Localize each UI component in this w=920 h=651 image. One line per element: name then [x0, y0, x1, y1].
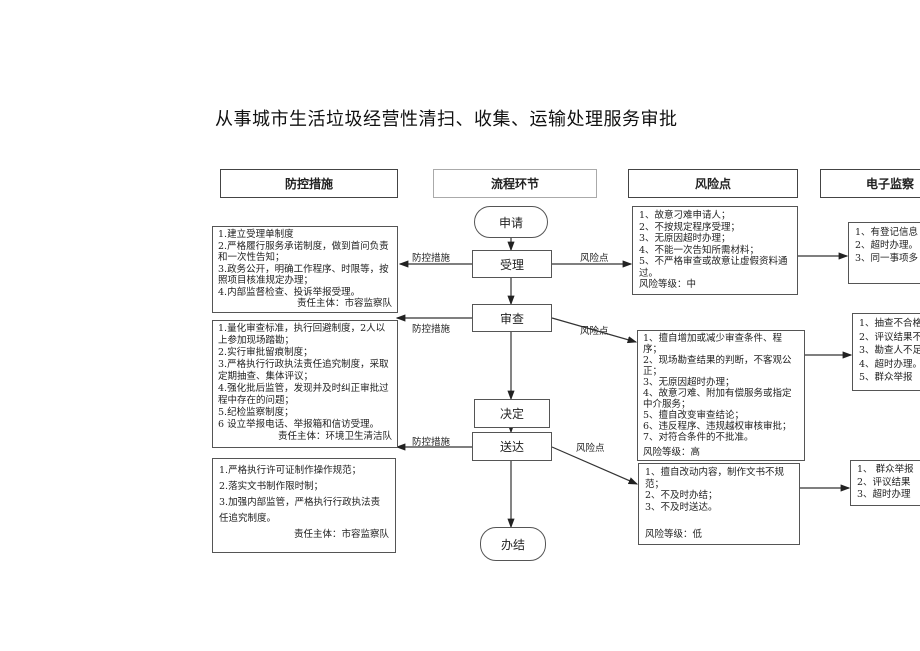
monitor-item: 3、同一事项多 [855, 253, 919, 264]
risk-item: 5、不严格审查或故意让虚假资料通过。 [639, 256, 788, 279]
risk-item: 1、故意刁难申请人； [639, 210, 731, 221]
control-item: 3.严格执行行政执法责任追究制度，采取定期抽查、集体评议； [218, 359, 389, 382]
risk-item: 4、不能一次告知所需材料； [639, 244, 760, 256]
step-complete: 办结 [480, 527, 546, 561]
monitor-box-review: 1、抽查不合格 2、评议结果不 3、勘查人不足 4、超时办理。 5、群众举报 [852, 313, 920, 391]
control-item: 5.纪检监察制度； [218, 407, 294, 418]
control-box-accept: 1.建立受理单制度 2.严格履行服务承诺制度，做到首问负责和一次性告知； 3.政… [212, 226, 398, 313]
control-item: 6 设立举报电话、举报箱和信访受理。 [218, 419, 380, 430]
control-box-deliver: 1.严格执行许可证制作操作规范； 2.落实文书制作限时制； 3.加强内部监管，严… [212, 458, 396, 553]
control-item: 2.实行审批留痕制度； [218, 347, 313, 358]
control-item: 1.严格执行许可证制作操作规范； [219, 465, 362, 476]
risk-box-deliver: 1、擅自改动内容，制作文书不规范； 2、不及时办结； 3、不及时送达。 风险等级… [638, 463, 800, 545]
step-decide: 决定 [474, 399, 550, 428]
risk-level: 风险等级：中 [639, 279, 697, 290]
risk-item: 4、故意刁难、附加有偿服务或指定中介服务； [643, 388, 792, 410]
risk-item: 1、擅自增加或减少审查条件、程序； [643, 333, 783, 355]
header-process: 流程环节 [433, 169, 597, 198]
step-deliver: 送达 [472, 432, 552, 461]
control-item: 1.建立受理单制度 [218, 229, 294, 240]
risk-item: 3、不及时送达。 [645, 501, 718, 513]
risk-link-label: 风险点 [580, 253, 609, 264]
monitor-item: 5、群众举报 [859, 372, 913, 383]
risk-item: 1、擅自改动内容，制作文书不规范； [645, 467, 785, 490]
risk-item: 2、现场勘查结果的判断，不客观公正； [643, 355, 792, 377]
control-link-label: 防控措施 [412, 324, 451, 335]
control-owner: 责任主体：市容监察队 [293, 529, 389, 540]
header-controls: 防控措施 [220, 169, 398, 198]
control-item: 4.强化批后监管，发现并及时纠正审批过程中存在的问题； [218, 383, 389, 406]
risk-arrow [551, 446, 639, 485]
monitor-item: 4、超时办理。 [859, 358, 920, 370]
risk-box-accept: 1、故意刁难申请人； 2、不按规定程序受理； 3、无原因超时办理； 4、不能一次… [632, 206, 798, 295]
control-link-label: 防控措施 [412, 437, 451, 448]
monitor-item: 2、评议结果 [857, 476, 911, 488]
monitor-item: 1、有登记信息 [855, 227, 919, 238]
monitor-item: 2、超时办理。 [855, 240, 919, 251]
monitor-box-deliver: 1、 群众举报 2、评议结果 3、超时办理 [850, 460, 920, 506]
risk-item: 2、不及时办结； [645, 490, 718, 501]
header-risks: 风险点 [628, 169, 798, 198]
risk-item: 5、擅自改变审查结论； [643, 410, 745, 421]
monitor-item: 2、评议结果不 [859, 331, 920, 343]
control-item: 3.加强内部监管，严格执行行政执法责任追究制度。 [219, 497, 381, 524]
monitor-item: 3、勘查人不足 [859, 345, 920, 356]
risk-item: 6、违反程序、违规越权审核审批； [643, 421, 792, 432]
risk-link-label: 风险点 [580, 326, 609, 337]
risk-level: 风险等级：低 [645, 529, 703, 540]
step-review: 审查 [472, 304, 552, 332]
risk-item: 2、不按规定程序受理； [639, 221, 741, 233]
control-link-label: 防控措施 [412, 253, 451, 264]
page-title: 从事城市生活垃圾经营性清扫、收集、运输处理服务审批 [215, 109, 678, 130]
step-apply: 申请 [474, 206, 548, 238]
control-owner: 责任主体：环境卫生清洁队 [277, 431, 392, 442]
monitor-item: 3、超时办理 [857, 489, 911, 500]
risk-box-review: 1、擅自增加或减少审查条件、程序； 2、现场勘查结果的判断，不客观公正； 3、无… [637, 330, 805, 461]
control-item: 1.量化审查标准，执行回避制度，2人以上参加现场踏勘； [218, 323, 386, 346]
monitor-item: 1、 群众举报 [857, 464, 914, 475]
control-item: 2.落实文书制作限时制； [219, 481, 324, 492]
control-owner: 责任主体：市容监察队 [296, 298, 392, 309]
header-monitor: 电子监察 [820, 169, 920, 198]
risk-level: 风险等级：高 [643, 447, 701, 458]
risk-arrow [551, 317, 638, 344]
risk-item: 3、无原因超时办理； [643, 377, 735, 388]
step-accept: 受理 [472, 250, 552, 278]
monitor-item: 1、抽查不合格 [859, 318, 920, 329]
control-box-review: 1.量化审查标准，执行回避制度，2人以上参加现场踏勘； 2.实行审批留痕制度； … [212, 320, 398, 448]
control-item: 2.严格履行服务承诺制度，做到首问负责和一次性告知； [218, 240, 389, 264]
control-item: 3.政务公开，明确工作程序、时限等，按照项目核准规定办理； [218, 263, 389, 287]
risk-item: 7、对符合条件的不批准。 [643, 432, 754, 443]
risk-item: 3、无原因超时办理； [639, 233, 731, 244]
control-item: 4.内部监督检查、投诉举报受理。 [218, 286, 361, 298]
monitor-box-accept: 1、有登记信息 2、超时办理。 3、同一事项多 [848, 222, 920, 284]
risk-link-label: 风险点 [576, 443, 605, 454]
